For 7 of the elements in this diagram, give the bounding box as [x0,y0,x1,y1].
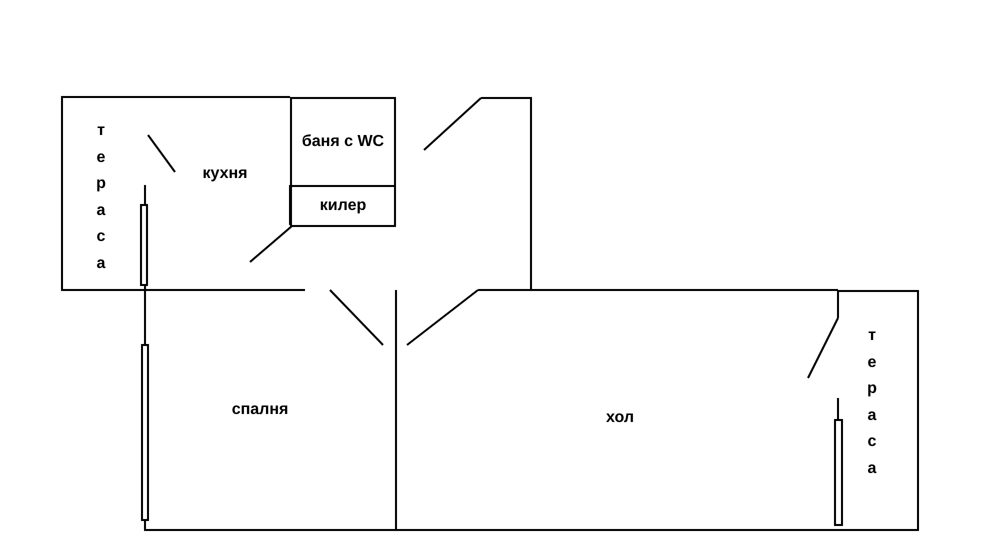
room-label: спалня [220,400,300,420]
room-label: тераса [865,323,879,482]
room-box: килер [290,185,396,227]
room-label: кухня [190,164,260,184]
room-label: тераса [94,118,108,277]
room-label: хол [595,408,645,428]
room-box: баня с WC [290,97,396,187]
